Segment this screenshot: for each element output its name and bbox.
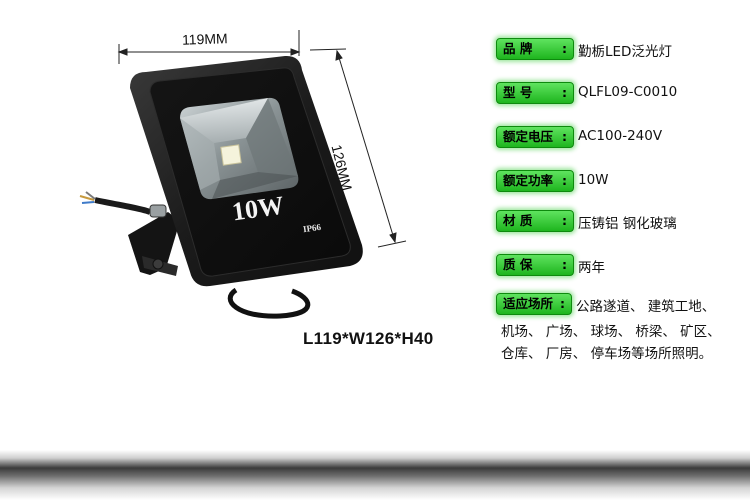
spec-label: 质 保: bbox=[496, 254, 574, 276]
mounting-bracket bbox=[128, 212, 180, 276]
spec-label: 型 号: bbox=[496, 82, 574, 104]
reflector bbox=[180, 97, 299, 200]
spec-label: 额定电压: bbox=[496, 126, 574, 148]
spec-value: 公路遂道、 建筑工地、 bbox=[576, 299, 716, 315]
spec-value: QLFL09-C0010 bbox=[578, 84, 678, 100]
applications-line-2: 机场、 广场、 球场、 桥梁、 矿区、 bbox=[501, 324, 721, 340]
width-dimension-line bbox=[117, 30, 301, 64]
spec-label: 材 质: bbox=[496, 210, 574, 232]
spec-label: 品 牌: bbox=[496, 38, 574, 60]
spec-value: 勤栃LED泛光灯 bbox=[578, 44, 672, 60]
spec-label: 额定功率: bbox=[496, 170, 574, 192]
power-cable bbox=[79, 191, 311, 319]
spec-value: AC100-240V bbox=[578, 128, 663, 144]
spec-value: 10W bbox=[578, 172, 609, 188]
led-chip bbox=[220, 144, 242, 166]
applications-line-3: 仓库、 厂房、 停车场等场所照明。 bbox=[501, 346, 713, 362]
dimensions-caption: L119*W126*H40 bbox=[303, 329, 434, 348]
spec-value: 压铸铝 钢化玻璃 bbox=[578, 216, 677, 232]
width-dimension-label: 119MM bbox=[181, 30, 228, 48]
height-dimension-line bbox=[309, 48, 407, 248]
spec-value: 两年 bbox=[578, 260, 605, 276]
footer-shadow-divider bbox=[0, 440, 750, 500]
spec-label: 适应场所: bbox=[496, 293, 572, 315]
